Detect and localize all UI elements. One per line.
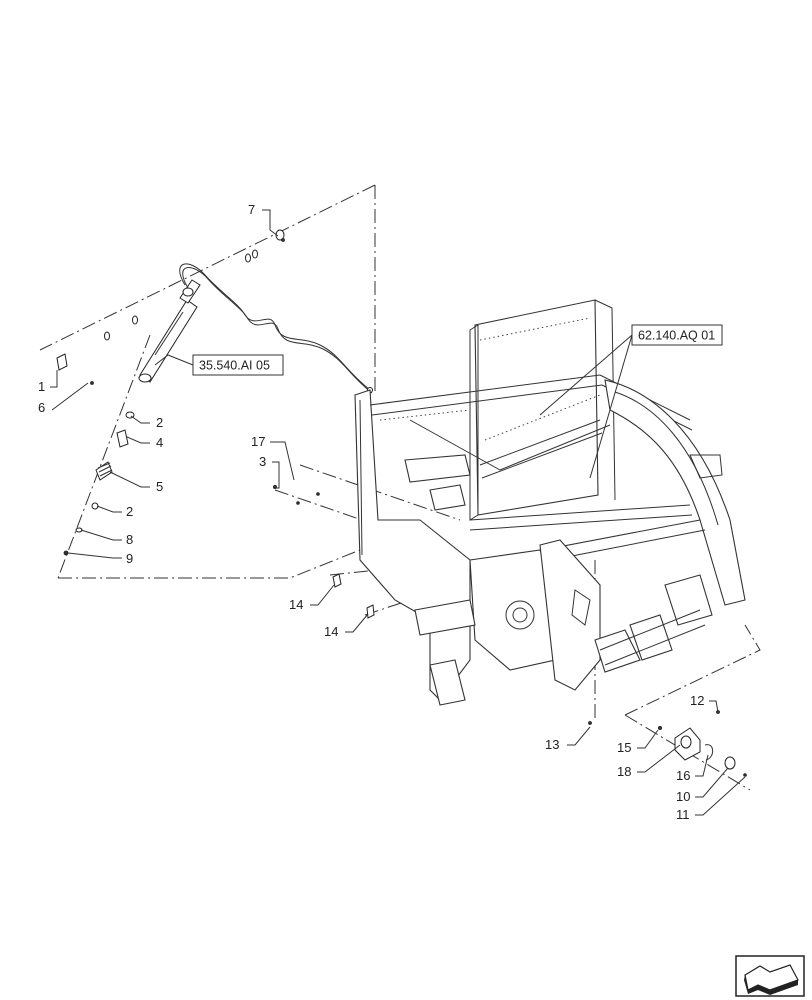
hydraulic-cylinder [138,279,201,383]
callout-2-upper: 2 [156,415,163,430]
callout-1: 1 [38,379,45,394]
baler-frame [354,299,746,706]
reference-box-frame[interactable]: 62.140.AQ 01 [631,324,723,346]
next-page-arrow-icon[interactable] [735,955,805,997]
callout-10: 10 [676,789,690,804]
callout-5: 5 [156,479,163,494]
frame-hardware [272,484,375,619]
callout-numbers: 7 1 6 2 4 5 2 8 9 17 3 14 14 13 12 15 18… [38,202,704,822]
callout-18: 18 [617,764,631,779]
callout-6: 6 [38,400,45,415]
callout-13: 13 [545,737,559,752]
callout-17: 17 [251,434,265,449]
callout-14-upper: 14 [289,597,303,612]
callout-7: 7 [248,202,255,217]
cylinder-hardware [56,229,285,556]
callout-3: 3 [259,454,266,469]
callout-16: 16 [676,768,690,783]
reference-label-frame: 62.140.AQ 01 [638,329,715,343]
callout-8: 8 [126,532,133,547]
callout-2-lower: 2 [126,504,133,519]
reference-box-hydraulic[interactable]: 35.540.AI 05 [192,354,284,376]
callout-12: 12 [690,693,704,708]
callout-14-lower: 14 [324,624,338,639]
callout-11: 11 [676,807,690,822]
reference-label-hydraulic: 35.540.AI 05 [199,359,270,373]
pivot-hardware [588,710,747,777]
callout-15: 15 [617,740,631,755]
callout-4: 4 [156,435,163,450]
callout-9: 9 [126,551,133,566]
leader-lines [50,209,746,816]
